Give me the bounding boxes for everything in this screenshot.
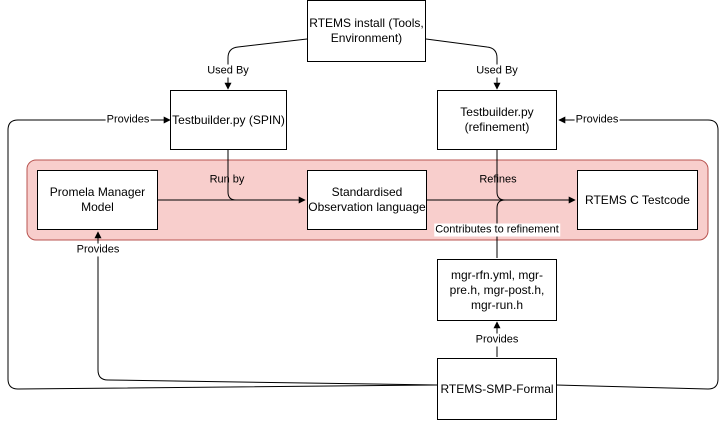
edge-provides-promela	[94, 231, 438, 386]
edge-contributes	[496, 199, 506, 258]
rtems-smp-formal-node: RTEMS-SMP-Formal	[437, 358, 557, 420]
rtems-testcode-node: RTEMS C Testcode	[577, 170, 698, 230]
testbuilder-refinement-node: Testbuilder.py (refinement)	[437, 90, 557, 150]
edge-label-refines: Refines	[479, 173, 517, 186]
edge-label-used-by-right: Used By	[475, 64, 519, 78]
edge-label-used-by-left: Used By	[206, 64, 250, 78]
mgr-files-node: mgr-rfn.yml, mgr- pre.h, mgr-post.h, mgr…	[437, 259, 557, 321]
edge-used-by-left	[224, 38, 308, 90]
edge-label-provides-promela: Provides	[75, 243, 121, 257]
edge-provides-left	[7, 116, 438, 390]
promela-model-node: Promela Manager Model	[37, 170, 158, 230]
testbuilder-spin-node: Testbuilder.py (SPIN)	[170, 90, 287, 150]
edge-label-contributes: Contributes to refinement	[434, 223, 560, 237]
edge-label-provides-right: Provides	[574, 113, 620, 127]
edge-provides-right	[555, 116, 719, 390]
edge-label-run-by: Run by	[209, 173, 245, 186]
rtems-install-node: RTEMS install (Tools, Environment)	[307, 0, 426, 62]
edge-label-provides-left: Provides	[105, 113, 151, 127]
edge-used-by-right	[425, 38, 501, 90]
edge-label-provides-mgr: Provides	[474, 333, 520, 347]
observation-language-node: Standardised Observation language	[307, 170, 427, 230]
